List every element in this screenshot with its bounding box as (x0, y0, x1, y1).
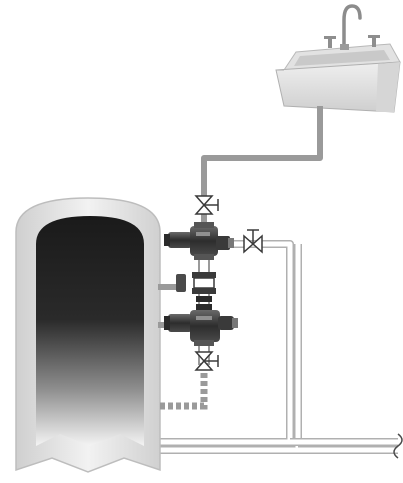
hot-supply-pipe (201, 106, 323, 232)
ball-valve-icon (243, 229, 263, 254)
ball-valve-icon (194, 195, 219, 215)
mixing-valve-icon (164, 310, 238, 346)
cold-line (160, 240, 398, 454)
mixing-valve-icon (164, 222, 234, 260)
pipe-break-icon (393, 433, 403, 459)
faucet-icon (324, 4, 380, 50)
recirculation-line (160, 372, 208, 410)
water-heater-tank-icon (15, 197, 161, 473)
tank-connection-upper (158, 284, 176, 290)
sink-icon (275, 43, 401, 113)
union-icon (176, 272, 216, 310)
ball-valve-icon (194, 351, 219, 371)
